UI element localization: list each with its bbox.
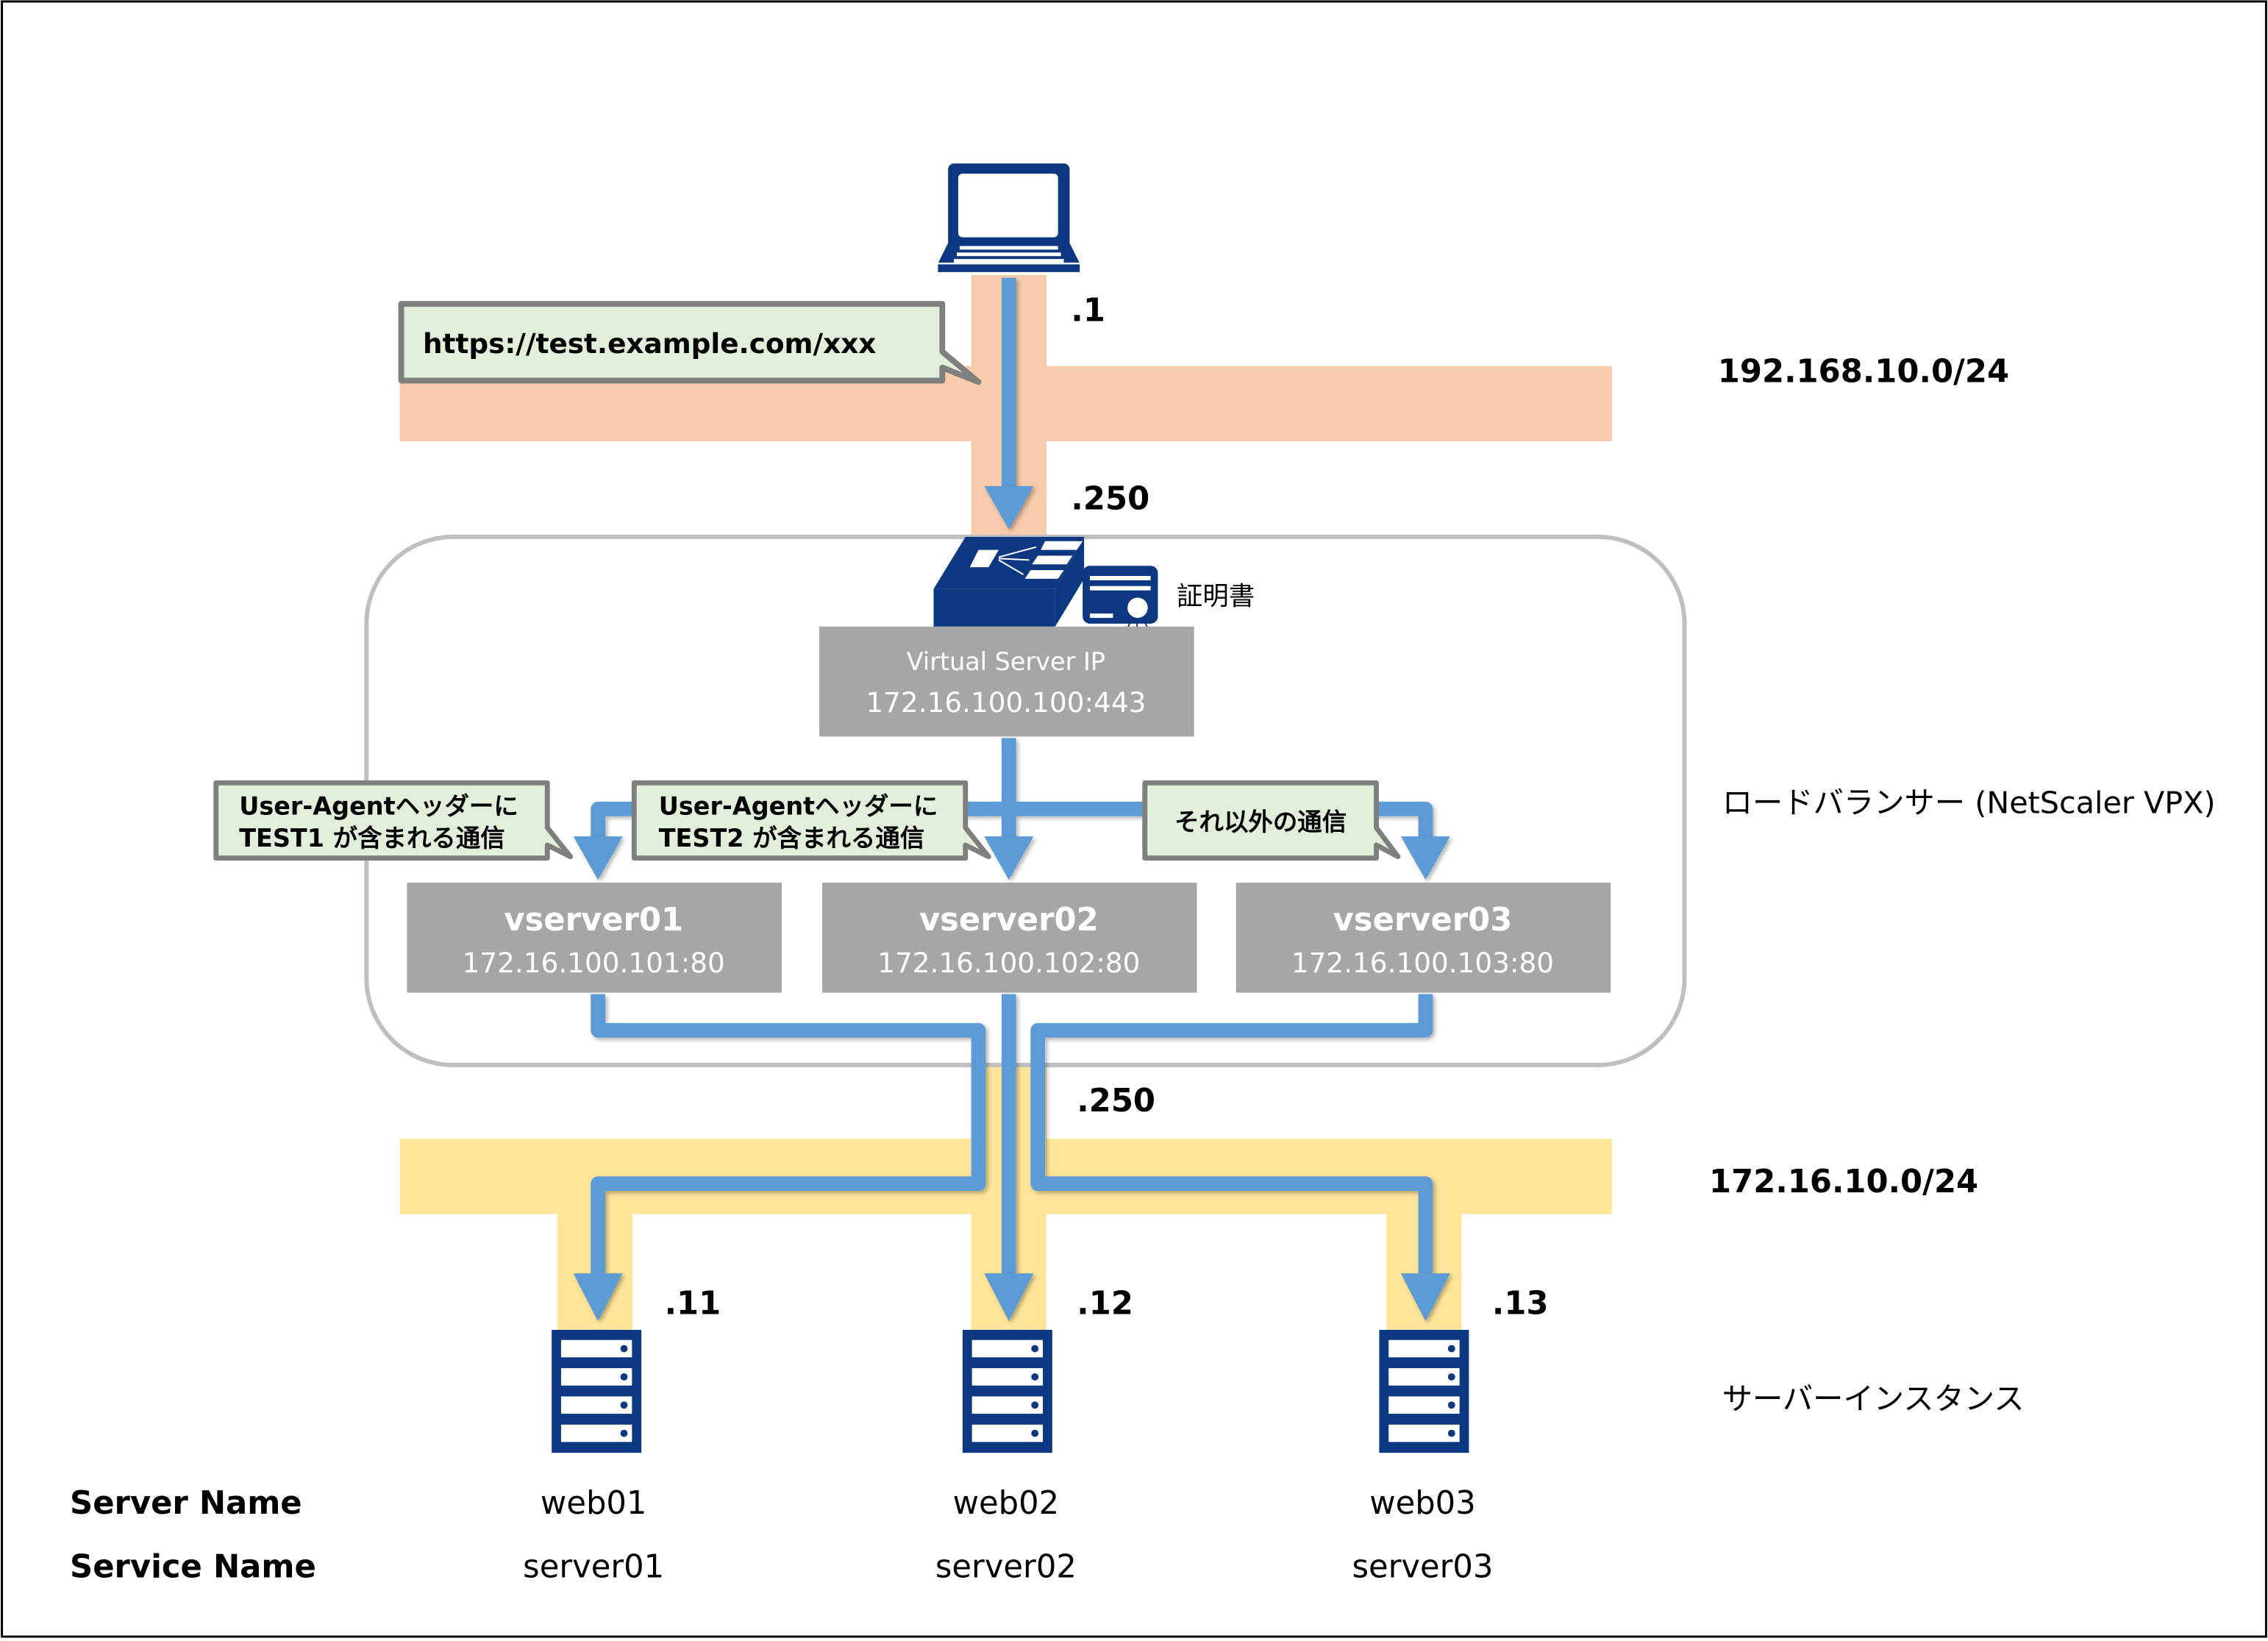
flow-vserver01-to-web01 [591,994,986,1274]
server-name-web02: web02 [953,1485,1060,1522]
service-name-server01: server01 [523,1548,664,1585]
server-rack-icon [552,1329,642,1453]
service-name-row-label: Service Name [70,1548,316,1585]
flow-arrowheads [573,486,1450,1322]
flow-vserver03-to-web03 [1030,994,1433,1274]
arrowhead-lb [984,486,1034,530]
service-name-server02: server02 [935,1548,1077,1585]
server-1-host-suffix: .11 [665,1285,721,1322]
server-name-web01: web01 [541,1485,647,1522]
lb-frontend-host-suffix: .250 [1071,480,1149,517]
rule-2-line2: TEST2 が含まれる通信 [659,824,925,852]
lb-backend-host-suffix: .250 [1077,1083,1155,1119]
server-network-cidr: 172.16.10.0/24 [1709,1164,1978,1200]
certificate-label: 証明書 [1177,581,1255,611]
laptop-icon [938,163,1080,272]
vserver-name: vserver03 [1333,902,1513,939]
vserver-name: vserver01 [504,902,683,939]
load-balancer-label: ロードバランサー (NetScaler VPX) [1722,786,2216,821]
server-2-host-suffix: .12 [1077,1285,1133,1322]
vserver-ip: 172.16.100.103:80 [1291,947,1554,979]
server-name-row-label: Server Name [70,1485,302,1522]
request-url: https://test.example.com/xxx [423,327,876,360]
vserver-box-1: vserver01 172.16.100.101:80 [407,883,782,993]
vserver-box-3: vserver03 172.16.100.103:80 [1235,883,1611,993]
server-rack-icon [962,1329,1052,1453]
arrowhead-vserver03 [1400,836,1450,880]
client-host-suffix: .1 [1071,293,1105,330]
server-rack-icon [1379,1329,1469,1453]
arrowhead-vserver01 [573,836,623,880]
client-network-cidr: 192.168.10.0/24 [1718,353,2009,390]
request-url-callout: https://test.example.com/xxx [398,301,982,385]
server-3-host-suffix: .13 [1492,1285,1549,1322]
rule-3-line1: それ以外の通信 [1174,808,1347,836]
arrowhead-web01 [573,1273,623,1322]
arrowhead-web02 [984,1273,1034,1322]
vserver-ip: 172.16.100.102:80 [877,947,1140,979]
vserver-box-2: vserver02 172.16.100.102:80 [822,883,1197,993]
load-balancer-icon [933,536,1085,627]
vserver-ip: 172.16.100.101:80 [463,947,725,979]
rule-callout-3: それ以外の通信 [1142,780,1401,861]
rule-1-line2: TEST1 が含まれる通信 [239,824,505,852]
service-name-server03: server03 [1352,1548,1493,1585]
virtual-server-ip: 172.16.100.100:443 [866,686,1146,719]
rule-callout-1: User-Agentヘッダーに TEST1 が含まれる通信 [213,780,574,861]
server-name-web03: web03 [1369,1485,1476,1522]
rule-1-line1: User-Agentヘッダーに [239,792,518,821]
rule-callout-2: User-Agentヘッダーに TEST2 が含まれる通信 [631,780,991,861]
certificate-icon [1083,566,1158,636]
server-instances-label: サーバーインスタンス [1722,1381,2025,1417]
virtual-server-label: Virtual Server IP [907,647,1105,676]
virtual-server-box: Virtual Server IP 172.16.100.100:443 [819,626,1194,737]
arrowhead-web03 [1400,1273,1450,1322]
rule-2-line1: User-Agentヘッダーに [659,792,938,821]
arrowhead-vserver02 [984,836,1034,880]
server-icons [552,1329,1469,1453]
vserver-name: vserver02 [919,902,1099,939]
